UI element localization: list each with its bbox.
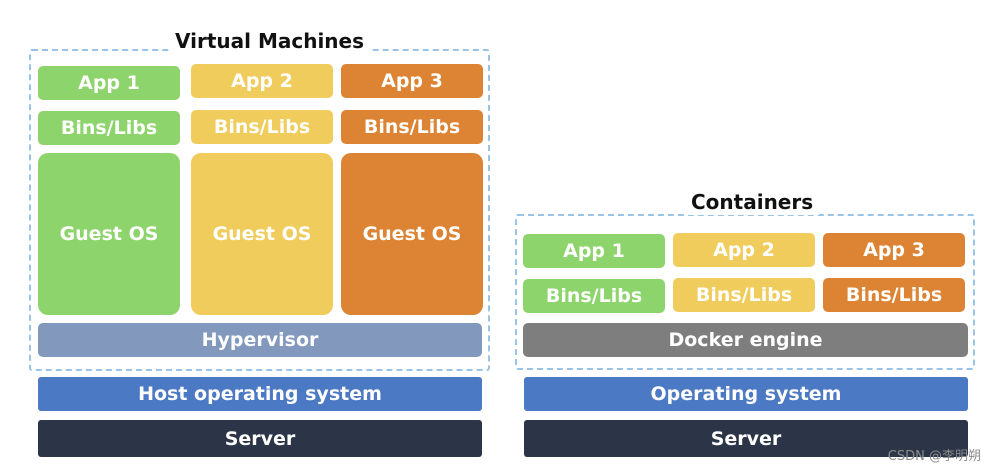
- vm-app-1: App 1: [38, 66, 180, 100]
- containers-app-3: App 3: [823, 233, 965, 267]
- vm-app-2: App 2: [191, 64, 333, 98]
- containers-app-2: App 2: [673, 233, 815, 267]
- containers-bins-libs-1: Bins/Libs: [523, 279, 665, 313]
- vm-server: Server: [38, 420, 482, 457]
- vm-guest-os-1: Guest OS: [38, 153, 180, 315]
- containers-bins-libs-3: Bins/Libs: [823, 278, 965, 312]
- containers-app-1: App 1: [523, 234, 665, 268]
- vm-app-3: App 3: [341, 64, 483, 98]
- containers-title: Containers: [685, 189, 820, 215]
- vm-title: Virtual Machines: [169, 28, 371, 54]
- vm-bins-libs-3: Bins/Libs: [341, 110, 483, 144]
- vm-guest-os-3: Guest OS: [341, 153, 483, 315]
- containers-bins-libs-2: Bins/Libs: [673, 278, 815, 312]
- watermark: CSDN @李明朔: [887, 449, 981, 464]
- containers-dashed-frame: [515, 214, 975, 370]
- vm-guest-os-2: Guest OS: [191, 153, 333, 315]
- vm-bins-libs-1: Bins/Libs: [38, 111, 180, 145]
- containers-server: Server: [524, 420, 968, 457]
- containers-operating-system: Operating system: [524, 377, 968, 411]
- vm-hypervisor: Hypervisor: [38, 323, 482, 357]
- containers-docker-engine: Docker engine: [523, 323, 968, 357]
- vm-host-operating-system: Host operating system: [38, 377, 482, 411]
- vm-bins-libs-2: Bins/Libs: [191, 110, 333, 144]
